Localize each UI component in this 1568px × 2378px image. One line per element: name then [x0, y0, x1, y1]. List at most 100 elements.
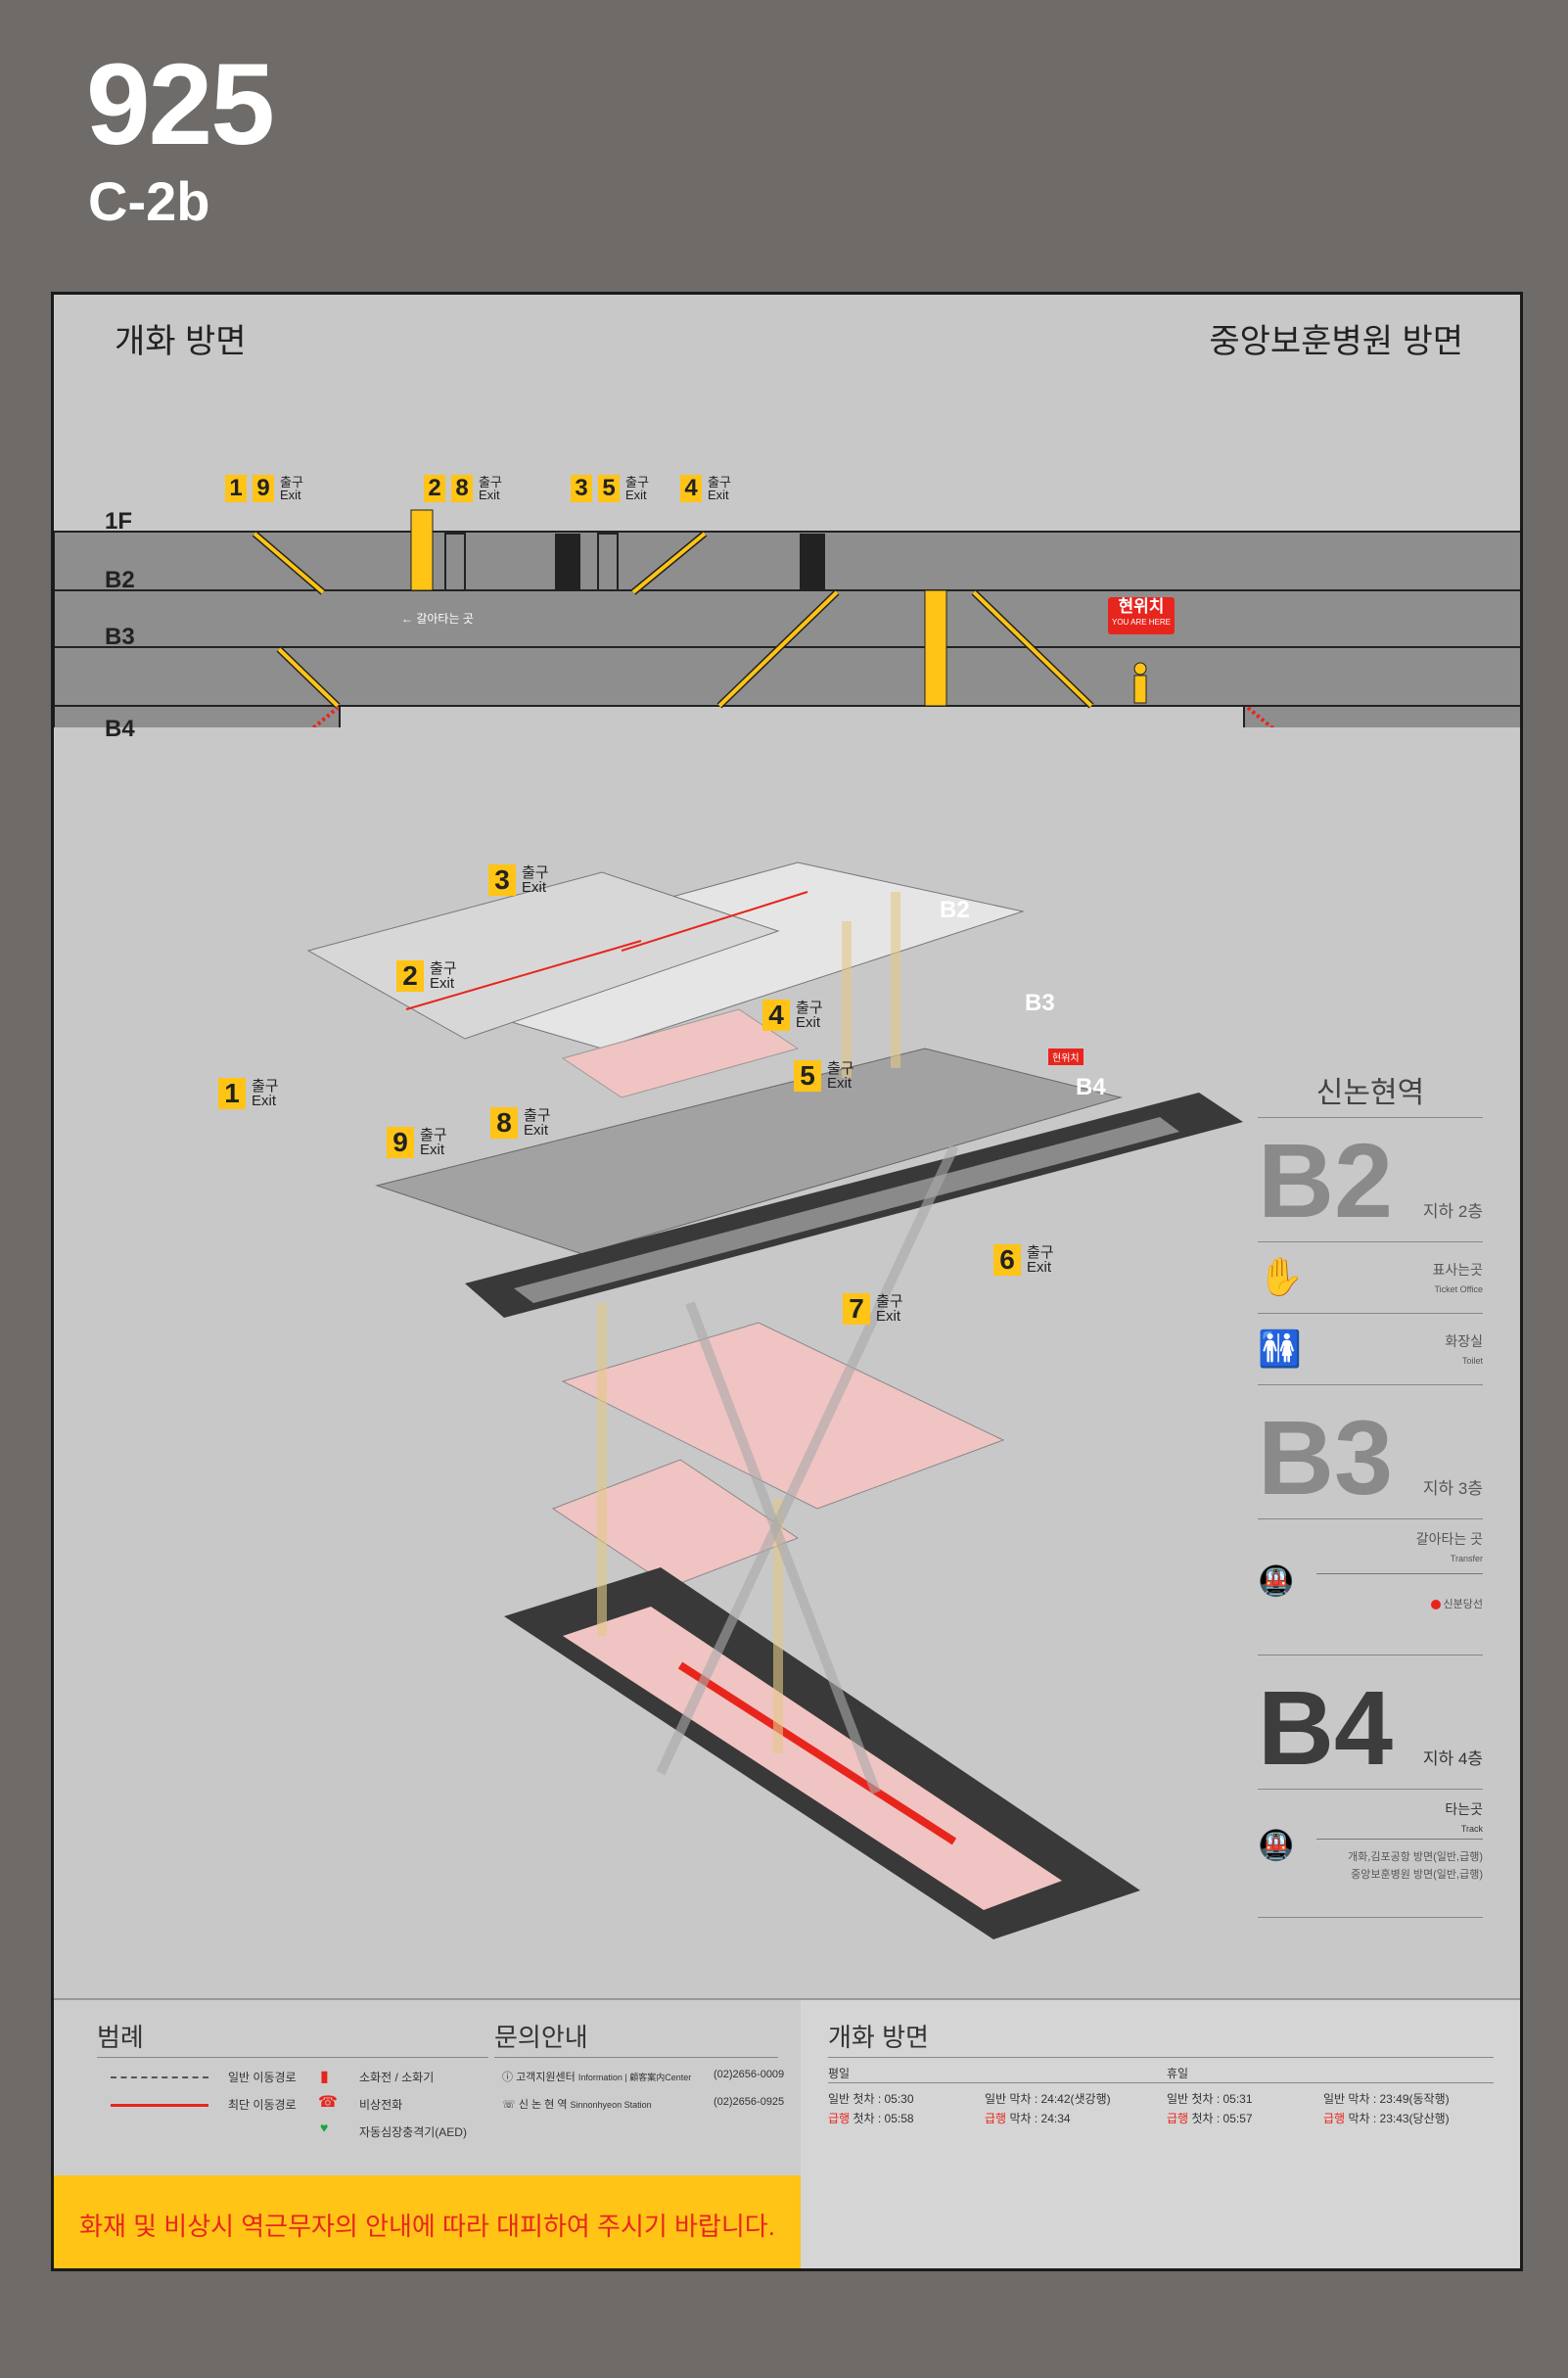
exit-label-en: Exit	[479, 488, 500, 502]
weekday-first-normal: 일반 첫차 : 05:30	[828, 2092, 914, 2106]
guide-b3-code: B3	[1258, 1398, 1394, 1516]
floor-guide: 신논현역 B2 지하 2층 ✋ 표사는곳 Ticket Office 🚻 화장실 T…	[1258, 1068, 1483, 1949]
guide-track: 타는곳	[1445, 1801, 1483, 1817]
guide-transfer: 갈아타는 곳	[1415, 1531, 1483, 1547]
legend-shortest-route-line	[111, 2096, 208, 2107]
guide-b2-label: 지하 2층	[1422, 1202, 1483, 1221]
info-panel: 범례 일반 이동경로 최단 이동경로 ▮ 소화전 / 소화기 ☎ 비상전화 ♥ …	[54, 1998, 1520, 2268]
train-icon: 🚇	[1258, 1565, 1295, 1598]
holiday-first-normal: 일반 첫차 : 05:31	[1167, 2092, 1253, 2106]
floor-label-b3: B3	[105, 624, 135, 650]
inquiry-station-phone: (02)2656-0925	[714, 2096, 785, 2108]
direction-right: 중앙보훈병원 방면	[1209, 323, 1463, 360]
exit-label: 출구	[708, 475, 731, 490]
guide-b4-label: 지하 4층	[1422, 1749, 1483, 1768]
exit-number: 2	[424, 475, 445, 502]
guide-b4-code: B4	[1258, 1668, 1394, 1787]
map-floor-tag-b3: B3	[1025, 990, 1055, 1016]
timetable-weekday-label: 평일	[828, 2067, 851, 2080]
transfer-label-b3: ← 갈아타는 곳	[401, 612, 474, 626]
guide-b2-code: B2	[1258, 1121, 1394, 1239]
weekday-first-express: 급행 첫차 : 05:58	[828, 2112, 914, 2125]
fire-extinguisher-icon: ▮	[320, 2069, 329, 2085]
weekday-last-express: 급행 막차 : 24:34	[985, 2112, 1071, 2125]
inquiry-info-center: ⓘ 고객지원센터 Information | 顧客案内Center	[502, 2072, 692, 2083]
legend-shortest-route: 최단 이동경로	[228, 2098, 297, 2112]
exit-label: 출구	[625, 475, 649, 490]
exit-number: 9	[253, 475, 274, 502]
you-are-here-badge: 현위치 YOU ARE HERE	[1108, 597, 1175, 634]
exit-number: 5	[598, 475, 620, 502]
guide-ticket-office-en: Ticket Office	[1434, 1284, 1483, 1294]
station-number: 925	[86, 40, 275, 169]
exit-label: 출구	[479, 475, 502, 490]
exit-label-en: Exit	[280, 488, 301, 502]
guide-line-sinbundang: 신분당선	[1430, 1596, 1483, 1611]
exit-label-en: Exit	[625, 488, 647, 502]
legend-aed: 자동심장충격기(AED)	[359, 2125, 467, 2139]
holiday-last-normal: 일반 막차 : 23:49(동작행)	[1323, 2092, 1450, 2106]
exit-label-en: Exit	[708, 488, 729, 502]
map-you-are-here: 현위치	[1048, 1049, 1084, 1065]
map-floor-tag-b4: B4	[1076, 1074, 1106, 1100]
elevation-graphic	[54, 473, 1520, 727]
legend-normal-route-line	[111, 2069, 208, 2078]
toilet-icon: 🚻	[1258, 1329, 1302, 1369]
direction-left: 개화 방면	[115, 323, 247, 360]
exit-number: 8	[451, 475, 473, 502]
exit-number: 4	[680, 475, 702, 502]
timetable-title: 개화 방면	[828, 2023, 929, 2052]
guide-toilet-en: Toilet	[1461, 1356, 1483, 1366]
guide-direction-gaehwa: 개화,김포공항 방면(일반,급행)	[1348, 1851, 1483, 1863]
guide-b3-label: 지하 3층	[1422, 1479, 1483, 1498]
holiday-last-express: 급행 막차 : 23:43(당산행)	[1323, 2112, 1450, 2125]
timetable-panel: 개화 방면 평일 휴일 일반 첫차 : 05:30 급행 첫차 : 05:58 …	[801, 2000, 1520, 2268]
emergency-notice: 화재 및 비상시 역근무자의 안내에 따라 대피하여 주시기 바랍니다.	[54, 2175, 801, 2268]
floor-label-b2: B2	[105, 567, 135, 593]
exit-number: 3	[571, 475, 592, 502]
guide-direction-hospital: 중앙보훈병원 방면(일반,급행)	[1351, 1869, 1483, 1881]
inquiry-title: 문의안내	[494, 2023, 588, 2052]
timetable-holiday-label: 휴일	[1167, 2067, 1189, 2080]
weekday-last-normal: 일반 막차 : 24:42(샛강행)	[985, 2092, 1111, 2106]
inquiry-station: ☏ 신 논 현 역 Sinnonhyeon Station	[502, 2099, 652, 2111]
aed-icon: ♥	[320, 2120, 329, 2135]
holiday-first-express: 급행 첫차 : 05:57	[1167, 2112, 1253, 2125]
exit-number: 1	[225, 475, 247, 502]
guide-track-en: Track	[1460, 1824, 1483, 1834]
legend-fire-hydrant: 소화전 / 소화기	[359, 2071, 435, 2084]
floor-label-b4: B4	[105, 716, 135, 742]
legend-title: 범례	[97, 2023, 144, 2052]
guide-ticket-office: 표사는곳	[1432, 1262, 1483, 1278]
track-train-icon: 🚇	[1258, 1830, 1295, 1862]
exit-label: 출구	[280, 475, 303, 490]
guide-toilet: 화장실	[1445, 1333, 1483, 1349]
isometric-graphic	[306, 862, 1243, 1939]
ticket-icon: ✋	[1258, 1257, 1305, 1298]
floor-label-1f: 1F	[105, 508, 133, 535]
inquiry-info-phone: (02)2656-0009	[714, 2069, 785, 2080]
station-code: C-2b	[88, 170, 210, 232]
legend-normal-route: 일반 이동경로	[228, 2071, 297, 2084]
map-floor-tag-b2: B2	[940, 897, 970, 923]
station-map-board: 개화 방면 중앙보훈병원 방면	[51, 292, 1523, 2271]
guide-transfer-en: Transfer	[1450, 1554, 1483, 1563]
guide-station-name: 신논현역	[1315, 1077, 1425, 1109]
emergency-phone-icon: ☎	[318, 2094, 338, 2111]
legend-emergency-phone: 비상전화	[359, 2098, 403, 2112]
